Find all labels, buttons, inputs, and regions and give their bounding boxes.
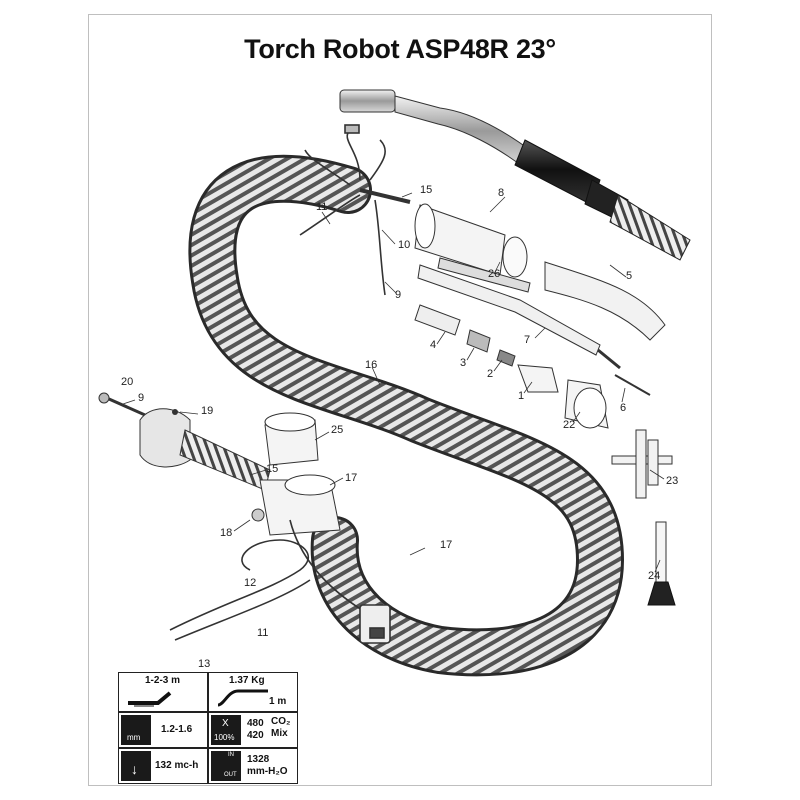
cable-length-cell: 1-2-3 m: [118, 672, 208, 712]
pressure-unit: mm-H₂O: [247, 766, 288, 777]
weight-value: 1.37 Kg: [229, 675, 265, 686]
torch-weight-icon: [217, 689, 268, 707]
part-label-5: 5: [626, 270, 632, 282]
lower-cables: [169, 519, 391, 644]
part-label-15-top: 15: [420, 184, 432, 196]
weight-cell: 1.37 Kg 1 m: [208, 672, 298, 712]
part-label-19: 18: [220, 527, 232, 539]
wire-spool-icon: mm: [121, 715, 151, 745]
wire-diameter-cell: mm 1.2-1.6: [118, 712, 208, 748]
part-label-24: 24: [648, 570, 660, 582]
coolant-flow-value: 132 mc-h: [155, 760, 199, 771]
part-label-17: 17: [440, 539, 452, 551]
coiled-hose: [188, 154, 625, 677]
part-label-21: 20: [121, 376, 133, 388]
pressure-cell: IN OUT 1328 mm-H₂O: [208, 748, 298, 784]
tool-23: [611, 429, 673, 499]
part-label-9-top: 9: [395, 289, 401, 301]
wire-bundle-top: [299, 124, 411, 296]
part-label-12: 12: [244, 577, 256, 589]
part-labels: 8 15 11 10 9 26 5 7 4 3 2 1 6 22 16 20 9…: [121, 184, 678, 670]
part-label-4: 4: [430, 339, 436, 351]
coolant-flow-icon: ↓: [121, 751, 151, 781]
torch-neck: [339, 89, 691, 261]
part-label-9-left: 9: [138, 392, 144, 404]
page-title: Torch Robot ASP48R 23°: [244, 34, 556, 64]
spec-table: 1-2-3 m 1.37 Kg 1 m mm 1.2-1.6 X 100% 48…: [118, 672, 408, 784]
part-label-11-bottom: 11: [257, 627, 268, 639]
pressure-icon: IN OUT: [211, 751, 241, 781]
part-label-1: 1: [518, 390, 524, 402]
current-cell: X 100% 480 CO₂ 420 Mix: [208, 712, 298, 748]
coolant-flow-cell: ↓ 132 mc-h: [118, 748, 208, 784]
part-label-23: 23: [666, 475, 678, 487]
out-label: OUT: [224, 772, 237, 778]
wire-diameter-value: 1.2-1.6: [161, 724, 193, 735]
part-label-13: 13: [198, 658, 210, 670]
gas-mix-label: Mix: [271, 728, 288, 739]
part-label-8: 8: [498, 187, 504, 199]
part-label-25: 26: [488, 268, 500, 280]
extra-length-value: 1 m: [269, 696, 287, 707]
nozzle-parts: [414, 203, 666, 370]
flow-arrow-icon: ↓: [131, 761, 138, 777]
duty-cycle-icon: X 100%: [211, 715, 241, 745]
torch-cable-icon: [128, 691, 172, 707]
current-mix-value: 420: [247, 730, 264, 741]
duty-x: X: [222, 718, 229, 729]
rear-connector: [98, 392, 271, 491]
part-label-11-top: 11: [316, 201, 327, 213]
part-label-18: 17: [345, 472, 357, 484]
part-label-6: 6: [620, 402, 626, 414]
consumables: [414, 304, 651, 429]
pressure-value: 1328: [247, 754, 270, 765]
part-label-22: 22: [563, 419, 575, 431]
part-label-26: 25: [331, 424, 343, 436]
gas-co2-label: CO₂: [271, 716, 291, 727]
part-label-3: 3: [460, 357, 466, 369]
part-label-16: 16: [365, 359, 377, 371]
hose-adapter: [251, 412, 341, 536]
leader-lines: [119, 192, 665, 573]
part-label-20: 19: [201, 405, 213, 417]
current-co2-value: 480: [247, 718, 264, 729]
part-label-15-mid: 15: [266, 463, 278, 475]
part-label-7: 7: [524, 334, 530, 346]
in-label: IN: [228, 752, 234, 758]
wire-unit: mm: [127, 733, 141, 742]
part-label-10: 10: [398, 239, 410, 251]
cable-length-value: 1-2-3 m: [145, 675, 181, 686]
duty-cycle-value: 100%: [214, 733, 235, 742]
part-label-2: 2: [487, 368, 493, 380]
tool-24: [647, 521, 676, 606]
